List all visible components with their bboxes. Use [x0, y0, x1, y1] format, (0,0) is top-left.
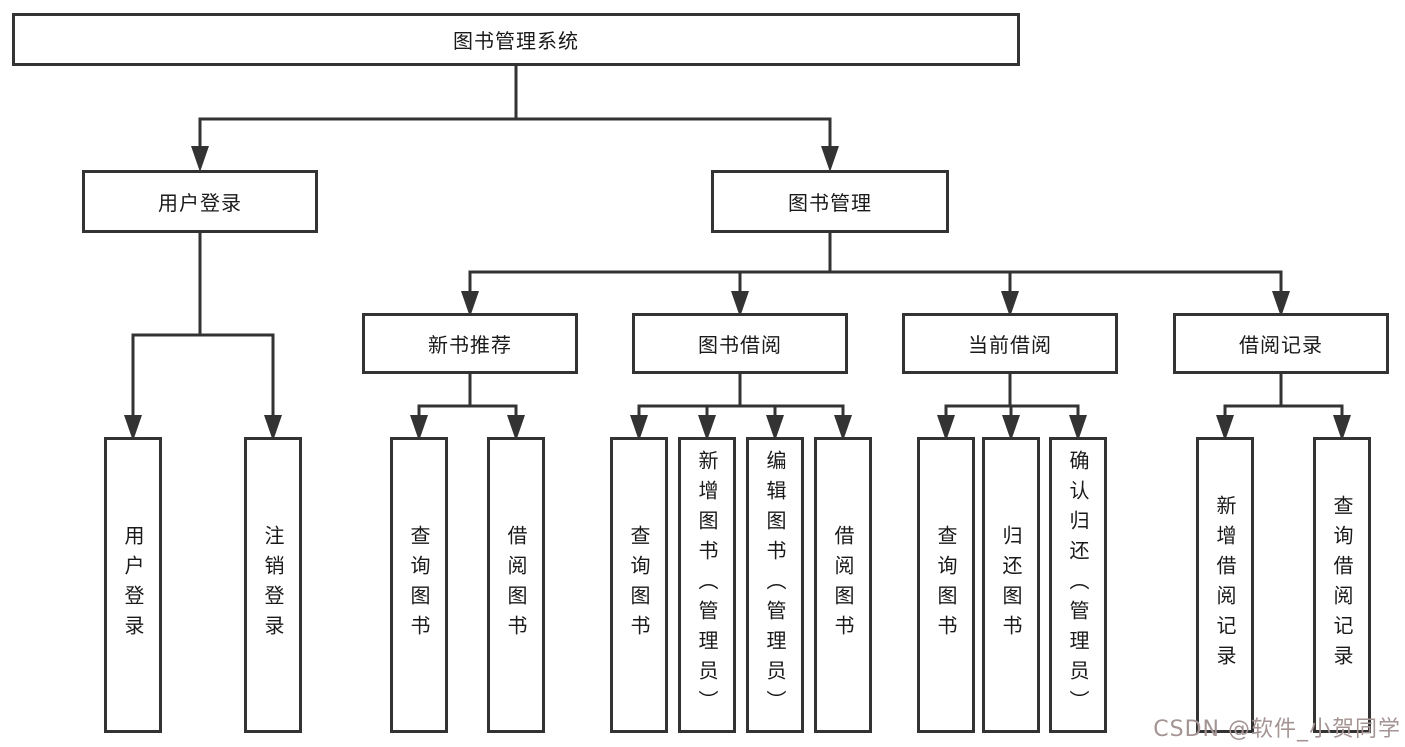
- arrow-down-icon: [1216, 415, 1234, 441]
- node-query-books-recommend: 查询图书: [390, 437, 448, 733]
- watermark: CSDN @软件_小贺同学: [1153, 717, 1401, 742]
- node-query-borrowing-record: 查询借阅记录: [1313, 437, 1371, 733]
- leaf-label: 查询图书: [407, 525, 431, 645]
- connector-level2-bar: [198, 117, 832, 150]
- leaf-label: 新增图书（管理员）: [695, 450, 719, 720]
- leaf-label: 查询图书: [627, 525, 651, 645]
- arrow-down-icon: [834, 415, 852, 441]
- leaf-label: 编辑图书（管理员）: [763, 450, 787, 720]
- connector-level3-drops: [738, 272, 1012, 295]
- arrow-down-icon: [698, 415, 716, 441]
- leaf-label: 确认归还（管理员）: [1066, 450, 1090, 720]
- node-user-login-leaf: 用户登录: [104, 437, 162, 733]
- arrowheads-group: [124, 146, 1351, 441]
- arrow-down-icon: [821, 146, 839, 172]
- leaf-label: 注销登录: [261, 525, 285, 645]
- node-return-books: 归还图书: [982, 437, 1040, 733]
- node-current-borrowing: 当前借阅: [902, 313, 1118, 374]
- connector-level3-bar: [468, 270, 1283, 295]
- arrow-down-icon: [191, 146, 209, 172]
- arrow-down-icon: [731, 291, 749, 317]
- connector-borrowing-bar: [637, 404, 845, 419]
- arrow-down-icon: [1002, 415, 1020, 441]
- node-library-management-system: 图书管理系统: [12, 13, 1020, 66]
- leaf-label: 借阅图书: [504, 525, 528, 645]
- node-user-login: 用户登录: [82, 170, 318, 233]
- node-add-books-admin: 新增图书（管理员）: [678, 437, 736, 733]
- arrow-down-icon: [1001, 291, 1019, 317]
- arrow-down-icon: [1333, 415, 1351, 441]
- arrow-down-icon: [507, 415, 525, 441]
- node-book-management: 图书管理: [711, 170, 949, 233]
- node-edit-books-admin: 编辑图书（管理员）: [746, 437, 804, 733]
- leaf-label: 用户登录: [121, 525, 145, 645]
- node-logout: 注销登录: [244, 437, 302, 733]
- node-borrowing-records: 借阅记录: [1173, 313, 1389, 374]
- connector-records-bar: [1223, 404, 1344, 419]
- node-borrow-books: 借阅图书: [814, 437, 872, 733]
- node-confirm-return-admin: 确认归还（管理员）: [1049, 437, 1107, 733]
- arrow-down-icon: [264, 415, 282, 441]
- node-query-books-current: 查询图书: [917, 437, 975, 733]
- leaf-label: 新增借阅记录: [1213, 495, 1237, 675]
- arrow-down-icon: [461, 291, 479, 317]
- arrow-down-icon: [1069, 415, 1087, 441]
- node-new-book-recommendation: 新书推荐: [362, 313, 578, 374]
- leaf-label: 归还图书: [999, 525, 1023, 645]
- arrow-down-icon: [766, 415, 784, 441]
- node-borrow-books-recommend: 借阅图书: [487, 437, 545, 733]
- leaf-label: 查询图书: [934, 525, 958, 645]
- arrow-down-icon: [1272, 291, 1290, 317]
- leaf-label: 借阅图书: [831, 525, 855, 645]
- connector-borrowing-drops: [705, 406, 777, 419]
- arrow-down-icon: [124, 415, 142, 441]
- node-add-borrowing-record: 新增借阅记录: [1196, 437, 1254, 733]
- node-book-borrowing: 图书借阅: [632, 313, 848, 374]
- connector-userlogin-bar: [131, 333, 275, 419]
- arrow-down-icon: [630, 415, 648, 441]
- node-query-books-borrowing: 查询图书: [610, 437, 668, 733]
- leaf-label: 查询借阅记录: [1330, 495, 1354, 675]
- arrow-down-icon: [937, 415, 955, 441]
- arrow-down-icon: [410, 415, 428, 441]
- connector-newbook-bar: [417, 404, 518, 419]
